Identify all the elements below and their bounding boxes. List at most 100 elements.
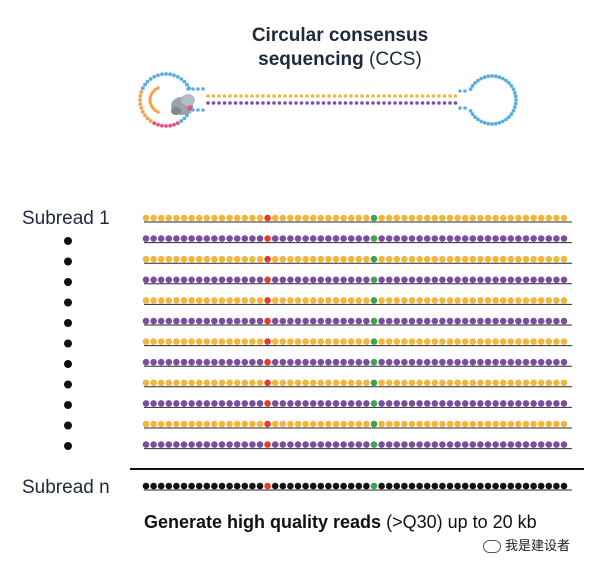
base-dot	[507, 358, 515, 366]
polymerase-lobe	[171, 107, 181, 115]
ellipsis-dot	[64, 278, 72, 286]
base-dot	[264, 420, 271, 428]
base-dot	[515, 235, 522, 242]
loop-dot	[482, 75, 487, 80]
base-dot	[530, 420, 537, 428]
base-dot	[157, 255, 165, 263]
base-dot	[218, 482, 226, 490]
base-dot	[363, 317, 370, 325]
base-dot	[142, 255, 150, 263]
base-dot	[477, 297, 484, 304]
base-dot	[492, 235, 499, 242]
base-dot	[553, 400, 560, 407]
base-dot	[157, 420, 165, 428]
base-dot	[317, 482, 325, 490]
loop-dot	[143, 82, 147, 87]
stem-dot	[283, 101, 287, 105]
base-dot	[423, 358, 431, 366]
base-dot	[309, 255, 317, 263]
base-dot	[317, 379, 325, 387]
ellipsis-dot	[64, 339, 72, 348]
base-dot	[522, 441, 530, 448]
base-dot	[431, 400, 439, 407]
base-dot	[180, 420, 188, 428]
base-dot	[499, 317, 507, 325]
stem-dot	[404, 94, 408, 98]
base-dot	[142, 400, 150, 407]
base-dot	[393, 400, 401, 407]
base-dot	[522, 276, 530, 284]
base-dot	[469, 482, 477, 490]
loop-dot	[513, 94, 518, 99]
base-dot	[180, 358, 188, 366]
base-dot	[347, 441, 355, 448]
base-dot	[401, 214, 408, 222]
base-dot	[553, 235, 560, 242]
ellipsis-dots	[64, 237, 72, 450]
base-dot	[477, 276, 484, 284]
subread-row-2	[142, 235, 572, 244]
base-dot	[317, 235, 325, 242]
stem-dot	[448, 94, 452, 98]
base-dot	[180, 317, 188, 325]
base-dot	[203, 214, 211, 222]
base-dot	[180, 214, 188, 222]
loop-dot	[145, 79, 150, 84]
stem-dot	[288, 101, 293, 105]
stem-dot	[211, 101, 216, 105]
base-dot	[522, 400, 530, 407]
base-dot	[294, 255, 302, 263]
subread-row-7	[142, 338, 572, 347]
base-dot	[279, 276, 287, 284]
base-dot	[545, 338, 553, 345]
base-dot	[492, 482, 499, 490]
base-dot	[385, 441, 393, 448]
base-dot	[241, 358, 249, 366]
base-dot	[530, 235, 537, 242]
base-dot	[446, 297, 454, 304]
base-dot	[188, 235, 195, 242]
base-dot	[416, 400, 423, 407]
subread-rows	[142, 214, 572, 450]
base-dot	[325, 255, 332, 263]
loop-dot	[182, 116, 187, 121]
base-dot	[385, 297, 393, 304]
loop-dot	[139, 90, 144, 94]
base-dot	[393, 255, 401, 263]
stem-dot	[420, 101, 425, 105]
title-line-2: sequencing (CCS)	[180, 48, 500, 72]
base-dot	[553, 276, 560, 284]
loop-dot	[501, 76, 505, 81]
base-dot	[157, 317, 165, 325]
base-dot	[165, 358, 173, 366]
base-dot	[446, 400, 454, 407]
ellipsis-dot	[64, 442, 72, 450]
stem-dot	[211, 94, 216, 98]
stem-dot	[371, 101, 375, 105]
dumbbell-molecule	[138, 72, 518, 128]
base-dot	[294, 482, 302, 490]
base-dot	[211, 276, 218, 284]
base-dot	[492, 255, 499, 263]
base-dot	[393, 441, 401, 448]
base-dot	[195, 358, 203, 366]
base-dot	[233, 482, 241, 490]
base-dot	[309, 214, 317, 222]
base-dot	[401, 255, 408, 263]
stem-dot	[206, 94, 210, 98]
base-dot	[401, 420, 408, 428]
base-dot	[173, 441, 180, 448]
consensus-row	[142, 482, 572, 491]
base-dot	[461, 379, 469, 387]
base-dot	[431, 276, 439, 284]
base-dot	[484, 276, 492, 284]
base-dot	[530, 358, 537, 366]
base-dot	[271, 214, 279, 222]
base-dot	[477, 379, 484, 387]
base-dot	[469, 441, 477, 448]
stem-dot	[266, 94, 271, 98]
base-dot	[165, 276, 173, 284]
base-dot	[241, 482, 249, 490]
base-dot	[454, 276, 461, 284]
ellipsis-dot	[64, 360, 72, 368]
